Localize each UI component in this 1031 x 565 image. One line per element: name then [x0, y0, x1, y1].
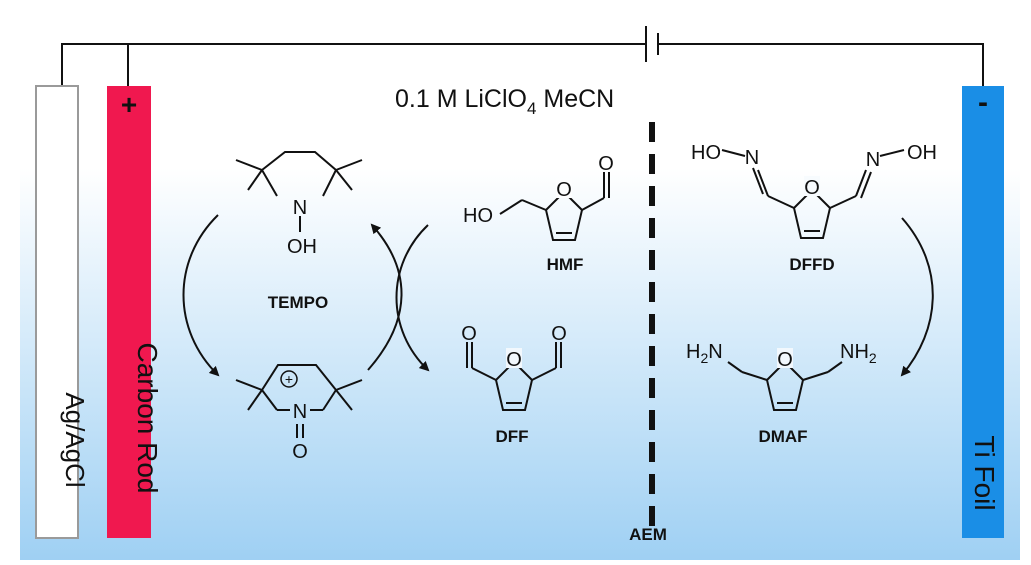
dffd-to-dmaf-arrow — [900, 217, 934, 377]
dmaf-molecule: O NH2 H2N — [686, 341, 877, 411]
tempo-label: TEMPO — [268, 293, 328, 312]
cathode-electrode — [962, 86, 1004, 538]
cathode-label: Ti Foil — [969, 435, 1000, 510]
electrolyte-solution — [20, 115, 1020, 560]
anode-label: Carbon Rod — [132, 343, 163, 494]
cathode-sign: - — [978, 86, 988, 119]
hmf-label: HMF — [547, 255, 584, 274]
tempo-plus-nitrogen: N — [293, 401, 307, 423]
dff-label: DFF — [495, 427, 528, 446]
dmaf-ring-oxygen: O — [777, 349, 793, 371]
dff-aldehyde-oxygen-left: O — [461, 323, 477, 345]
dffd-label: DFFD — [789, 255, 834, 274]
positive-charge-icon — [280, 370, 298, 388]
dmaf-label: DMAF — [758, 427, 807, 446]
dff-ring-oxygen: O — [506, 349, 522, 371]
tempo-cycle-arrow-right — [367, 223, 403, 371]
dffd-hydroxyl-right: OH — [907, 142, 937, 164]
electrolyte-label: 0.1 M LiClO4 MeCN — [395, 85, 614, 118]
dffd-nitrogen-left: N — [745, 147, 759, 169]
dffd-nitrogen-right: N — [866, 149, 880, 171]
dmaf-amine-left: H2N — [686, 341, 723, 366]
dff-molecule: O O O — [461, 323, 567, 411]
hmf-hydroxyl: HO — [463, 205, 493, 227]
hmf-ring-oxygen: O — [556, 179, 572, 201]
dffd-hydroxyl-left: HO — [691, 142, 721, 164]
dffd-ring-oxygen: O — [804, 177, 820, 199]
tempo-h-molecule: N OH — [235, 151, 363, 258]
hmf-to-dff-arrow — [395, 224, 430, 372]
anode-sign: + — [121, 89, 137, 120]
reference-electrode — [35, 85, 79, 539]
tempo-plus-molecule: + N O — [235, 364, 363, 463]
hmf-aldehyde-oxygen: O — [598, 153, 614, 175]
tempo-h-nitrogen: N — [293, 197, 307, 219]
anode-electrode — [107, 86, 151, 538]
positive-charge-sign: + — [285, 371, 293, 387]
dffd-molecule: O N N OH HO — [691, 142, 937, 239]
tempo-cycle-arrow-left — [182, 214, 220, 377]
hmf-molecule: O O HO — [463, 153, 614, 241]
dmaf-amine-right: NH2 — [840, 341, 877, 366]
tempo-plus-oxygen: O — [292, 441, 308, 463]
external-circuit — [61, 26, 984, 86]
reference-electrode-label: Ag/AgCl — [60, 392, 90, 487]
tempo-h-hydroxyl: OH — [287, 236, 317, 258]
dff-aldehyde-oxygen-right: O — [551, 323, 567, 345]
membrane-label: AEM — [629, 525, 667, 544]
